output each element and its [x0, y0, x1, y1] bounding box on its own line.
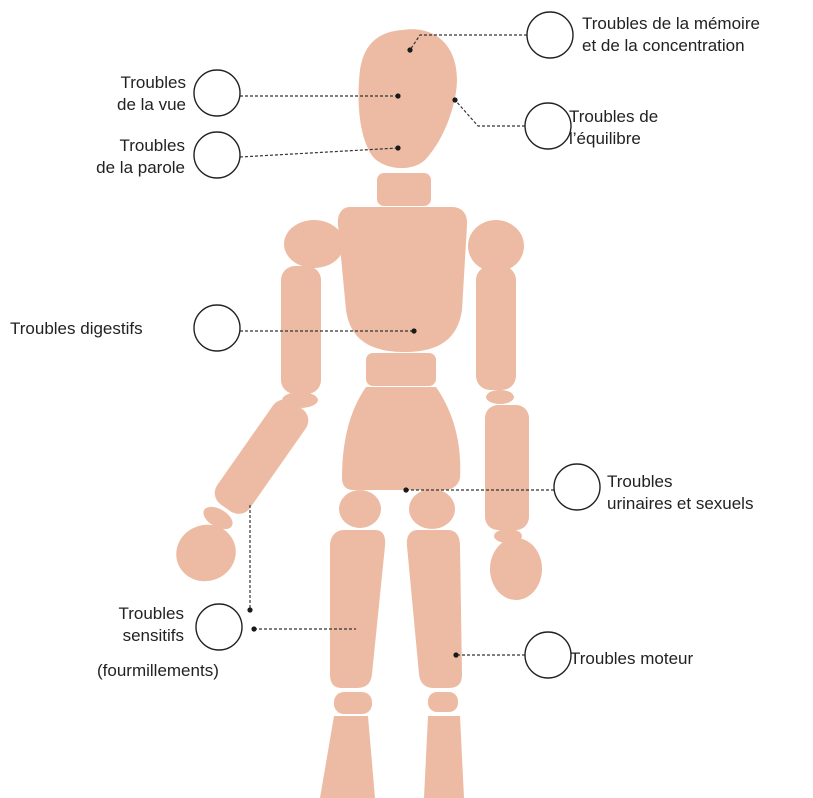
urinary-circle: [554, 464, 600, 510]
label-sensory-line2: sensitifs: [118, 625, 184, 647]
memory-circle: [527, 12, 573, 58]
label-balance-line1: Troubles de: [569, 106, 658, 128]
label-balance: Troubles de l’équilibre: [569, 106, 658, 150]
digestive-leader-dot: [411, 328, 416, 333]
mannequin-right-thigh: [407, 530, 462, 688]
label-speech-line1: Troubles: [96, 135, 185, 157]
label-vision-line2: de la vue: [117, 94, 186, 116]
label-digestive: Troubles digestifs: [10, 318, 143, 340]
label-urinary-line2: urinaires et sexuels: [607, 493, 753, 515]
mannequin-waist: [366, 353, 436, 386]
mannequin-right-shoulder: [468, 220, 524, 272]
vision-leader-dot: [395, 93, 400, 98]
label-sensory: Troubles sensitifs: [118, 603, 184, 647]
mannequin-left-shoulder: [284, 220, 344, 268]
label-speech-line2: de la parole: [96, 157, 185, 179]
label-sensory-note: (fourmillements): [97, 660, 219, 682]
mannequin-right-hip: [409, 489, 455, 529]
mannequin-left-knee: [334, 692, 372, 714]
vision-circle: [194, 70, 240, 116]
sensory-circle: [196, 604, 242, 650]
label-memory-line2: et de la concentration: [582, 35, 760, 57]
label-speech: Troubles de la parole: [96, 135, 185, 179]
label-vision: Troubles de la vue: [117, 72, 186, 116]
sensory-arm-leader-dot: [247, 607, 252, 612]
mannequin-right-hand: [490, 538, 542, 600]
mannequin-left-hand: [168, 516, 244, 589]
mannequin-right-forearm: [485, 405, 529, 530]
mannequin-pelvis: [342, 387, 460, 490]
urinary-leader-dot: [403, 487, 408, 492]
mannequin-left-hip: [339, 490, 381, 528]
mannequin-right-elbow: [486, 390, 514, 404]
mannequin-right-knee: [428, 692, 458, 712]
balance-leader: [455, 100, 525, 126]
label-urinary: Troubles urinaires et sexuels: [607, 471, 753, 515]
mannequin-left-upper-arm: [281, 266, 321, 394]
memory-leader-dot: [407, 47, 412, 52]
label-vision-line1: Troubles: [117, 72, 186, 94]
mannequin-chest: [338, 207, 467, 352]
mannequin-left-shin: [320, 716, 375, 798]
motor-circle: [525, 632, 571, 678]
mannequin-neck: [377, 173, 431, 206]
label-motor: Troubles moteur: [570, 648, 693, 670]
balance-circle: [525, 103, 571, 149]
mannequin-left-forearm: [209, 394, 313, 519]
label-motor-line1: Troubles moteur: [570, 648, 693, 670]
label-digestive-line1: Troubles digestifs: [10, 318, 143, 340]
mannequin-left-thigh: [330, 530, 385, 688]
mannequin-right-upper-arm: [476, 266, 516, 390]
speech-leader-dot: [395, 145, 400, 150]
label-sensory-line3: (fourmillements): [97, 660, 219, 682]
speech-circle: [194, 132, 240, 178]
motor-leader-dot: [453, 652, 458, 657]
label-urinary-line1: Troubles: [607, 471, 753, 493]
mannequin-right-shin: [424, 716, 464, 798]
label-memory: Troubles de la mémoire et de la concentr…: [582, 13, 760, 57]
label-memory-line1: Troubles de la mémoire: [582, 13, 760, 35]
digestive-circle: [194, 305, 240, 351]
balance-leader-dot: [452, 97, 457, 102]
label-balance-line2: l’équilibre: [569, 128, 658, 150]
sensory-leader-dot: [251, 626, 256, 631]
label-sensory-line1: Troubles: [118, 603, 184, 625]
